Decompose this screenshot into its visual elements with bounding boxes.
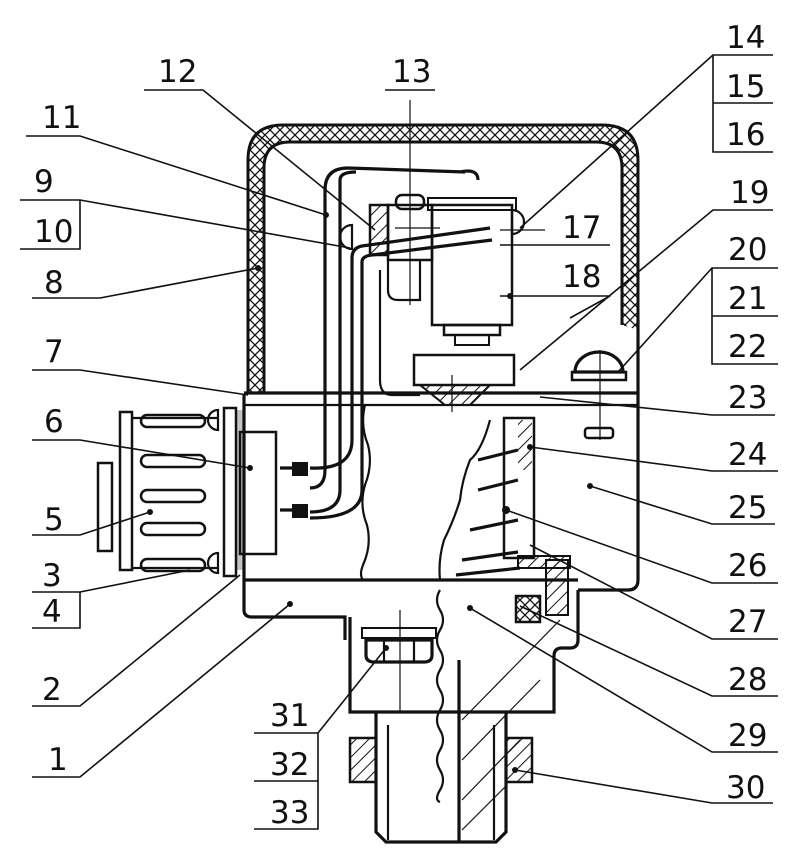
callout-labels: 1 2 3 4 5 6 7 8 9 10 11 12 13 14 15 16 1… bbox=[34, 20, 769, 831]
callout-20: 20 bbox=[728, 232, 767, 268]
callout-1: 1 bbox=[48, 742, 68, 778]
callout-7: 7 bbox=[44, 334, 64, 370]
main-body bbox=[242, 320, 640, 844]
callout-9: 9 bbox=[34, 164, 54, 200]
callout-31: 31 bbox=[270, 698, 309, 734]
callout-5: 5 bbox=[44, 502, 64, 538]
cover-housing bbox=[246, 123, 640, 392]
nut-30 bbox=[348, 736, 534, 784]
connector-plug bbox=[96, 406, 308, 578]
callout-27: 27 bbox=[728, 604, 767, 640]
screw-20 bbox=[570, 350, 628, 440]
callout-28: 28 bbox=[728, 662, 767, 698]
leader-lines bbox=[20, 54, 778, 830]
callout-21: 21 bbox=[728, 281, 767, 317]
callout-32: 32 bbox=[270, 747, 309, 783]
spring-assembly bbox=[438, 416, 571, 624]
internal-wiring bbox=[309, 166, 493, 520]
callout-6: 6 bbox=[44, 404, 64, 440]
callout-33: 33 bbox=[270, 795, 309, 831]
callout-18: 18 bbox=[562, 259, 601, 295]
callout-2: 2 bbox=[42, 672, 62, 708]
callout-15: 15 bbox=[726, 69, 765, 105]
callout-25: 25 bbox=[728, 490, 767, 526]
callout-30: 30 bbox=[726, 770, 765, 806]
callout-4: 4 bbox=[42, 594, 62, 630]
callout-13: 13 bbox=[392, 54, 431, 90]
callout-24: 24 bbox=[728, 437, 767, 473]
callout-8: 8 bbox=[44, 265, 64, 301]
callout-10: 10 bbox=[34, 214, 73, 250]
callout-26: 26 bbox=[728, 548, 767, 584]
callout-3: 3 bbox=[42, 558, 62, 594]
callout-14: 14 bbox=[726, 20, 765, 56]
callout-12: 12 bbox=[158, 54, 197, 90]
callout-19: 19 bbox=[730, 175, 769, 211]
callout-22: 22 bbox=[728, 329, 767, 365]
callout-11: 11 bbox=[42, 100, 81, 136]
callout-17: 17 bbox=[562, 210, 601, 246]
micro-switch bbox=[338, 100, 545, 412]
callout-16: 16 bbox=[726, 117, 765, 153]
nut-31 bbox=[361, 610, 437, 712]
callout-29: 29 bbox=[728, 718, 767, 754]
callout-23: 23 bbox=[728, 380, 767, 416]
break-line bbox=[359, 404, 372, 581]
